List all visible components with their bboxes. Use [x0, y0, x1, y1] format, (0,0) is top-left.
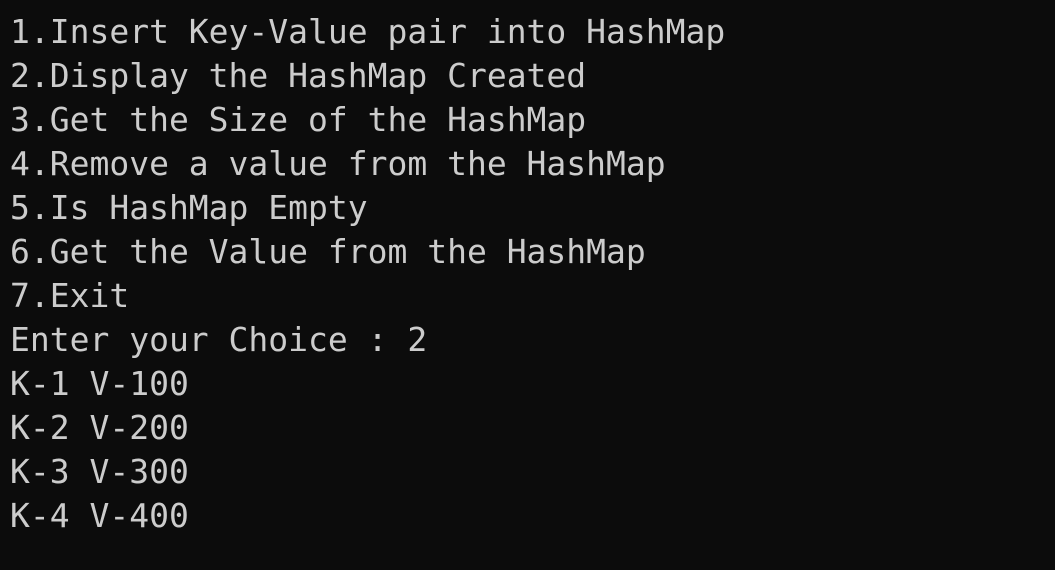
menu-option-display: 2.Display the HashMap Created	[10, 56, 587, 95]
choice-prompt: Enter your Choice : 2	[10, 320, 428, 359]
menu-option-remove: 4.Remove a value from the HashMap	[10, 144, 666, 183]
output-line: K-1 V-100	[10, 364, 189, 403]
menu-option-exit: 7.Exit	[10, 276, 130, 315]
menu-option-is-empty: 5.Is HashMap Empty	[10, 188, 368, 227]
output-line: K-4 V-400	[10, 496, 189, 535]
menu-option-insert: 1.Insert Key-Value pair into HashMap	[10, 12, 726, 51]
output-line: K-3 V-300	[10, 452, 189, 491]
output-line: K-2 V-200	[10, 408, 189, 447]
menu-option-size: 3.Get the Size of the HashMap	[10, 100, 587, 139]
menu-option-get-value: 6.Get the Value from the HashMap	[10, 232, 646, 271]
